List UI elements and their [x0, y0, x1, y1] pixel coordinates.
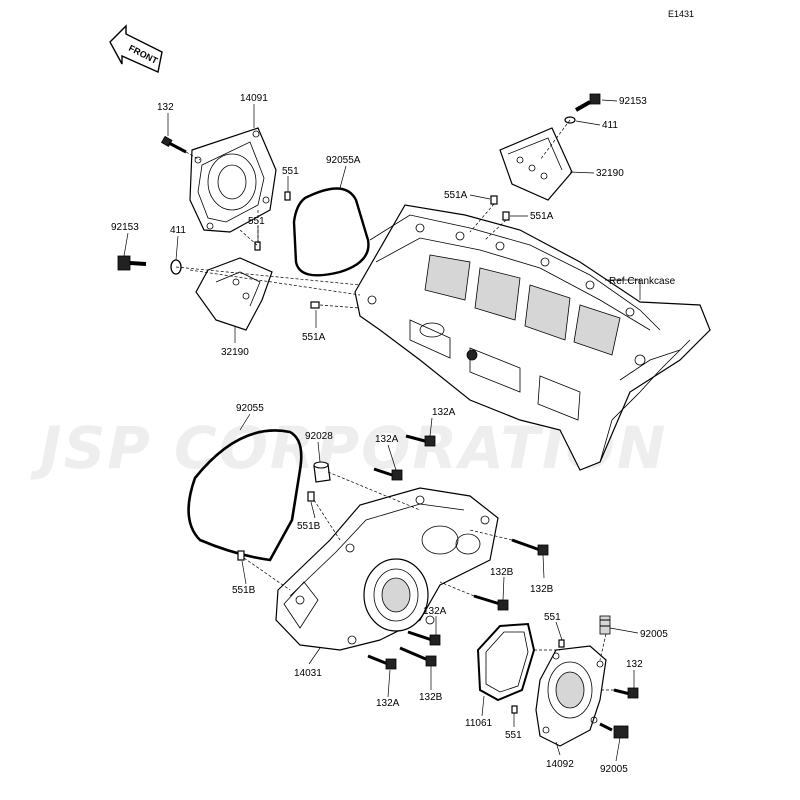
label-14092: 14092 — [546, 759, 574, 770]
label-92005: 92005 — [600, 764, 628, 775]
bolt-132-icon — [160, 135, 187, 154]
label-411: 411 — [602, 120, 618, 131]
label-551B: 551B — [297, 521, 321, 532]
label-132A: 132A — [376, 698, 400, 709]
label-132B: 132B — [419, 692, 443, 703]
label-ref-crankcase: Ref.Crankcase — [609, 276, 676, 287]
label-14091: 14091 — [240, 93, 268, 104]
front-arrow-icon: FRONT — [109, 24, 163, 73]
label-551A: 551A — [444, 190, 468, 201]
label-32190: 32190 — [596, 168, 624, 179]
dowel-pin-icon — [310, 301, 320, 309]
crankcase-reference — [354, 204, 711, 471]
bolt-132A-icon — [367, 654, 397, 670]
dowel-pin-icon — [490, 195, 498, 205]
bolt-132A-icon — [407, 630, 441, 646]
dowel-pin-icon — [511, 705, 518, 714]
cover-14092 — [535, 645, 607, 747]
label-551: 551 — [505, 730, 522, 741]
label-132: 132 — [626, 659, 643, 670]
dowel-pin-icon — [307, 491, 315, 502]
bolt-132-icon — [613, 687, 639, 699]
dowel-pin-icon — [558, 639, 565, 648]
label-32190: 32190 — [221, 347, 249, 358]
label-92055A: 92055A — [326, 155, 361, 166]
gasket-92055 — [187, 429, 303, 562]
label-132B: 132B — [530, 584, 554, 595]
label-132: 132 — [157, 102, 174, 113]
cover-14031 — [275, 487, 499, 651]
gasket-11061 — [476, 622, 536, 702]
label-551B: 551B — [232, 585, 256, 596]
label-551: 551 — [282, 166, 299, 177]
label-132A: 132A — [375, 434, 399, 445]
label-551A: 551A — [302, 332, 326, 343]
label-132A: 132A — [423, 606, 447, 617]
bolt-132B-icon — [399, 646, 437, 667]
label-132B: 132B — [490, 567, 514, 578]
leader-lines — [123, 99, 641, 762]
label-14031: 14031 — [294, 668, 322, 679]
bolt-132A-icon — [373, 467, 403, 481]
label-132A: 132A — [432, 407, 456, 418]
label-11061: 11061 — [465, 718, 493, 729]
dowel-pin-icon — [284, 191, 291, 201]
label-92055: 92055 — [236, 403, 264, 414]
fitting-92005-icon — [599, 615, 611, 635]
breather-32190-top — [499, 127, 573, 201]
label-551: 551 — [544, 612, 561, 623]
bolt-132B-icon — [511, 538, 549, 556]
label-92153: 92153 — [111, 222, 139, 233]
dowel-pin-icon — [254, 241, 261, 251]
breather-32190-left — [195, 257, 273, 331]
dowel-pin-icon — [237, 550, 245, 561]
label-551: 551 — [248, 216, 265, 227]
bushing-92028-icon — [313, 461, 331, 483]
label-92028: 92028 — [305, 431, 333, 442]
label-551A: 551A — [530, 211, 554, 222]
fitting-92005-icon — [599, 722, 629, 739]
bolt-92153-left-icon — [117, 255, 147, 271]
diagram-code: E1431 — [668, 9, 694, 19]
label-92005: 92005 — [640, 629, 668, 640]
cover-14091 — [189, 127, 277, 233]
dowel-pin-icon — [502, 211, 510, 221]
gasket-92055A — [292, 187, 370, 277]
label-411: 411 — [170, 225, 186, 236]
bolt-92153-icon — [575, 93, 601, 112]
label-92153: 92153 — [619, 96, 647, 107]
